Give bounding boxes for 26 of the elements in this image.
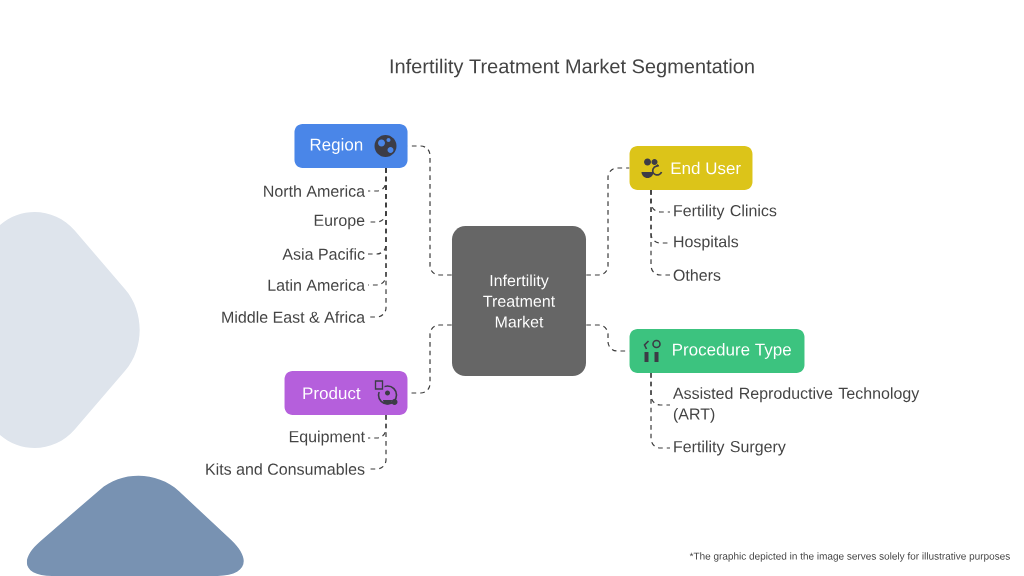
item-text: North America [264,185,366,197]
item-text: Latin America [268,279,366,291]
connector [650,372,671,449]
connector [367,414,387,470]
category-box: Region [294,124,408,168]
center-box: Infertility Treatment Market [452,226,586,376]
item-text: Fertility Surgery [674,440,786,456]
item-text: Fertility Clinics [674,204,777,220]
category-box: Procedure Type [629,329,805,373]
item-text: Hospitals [674,235,739,251]
category-box: End User [629,146,753,190]
footnote: *The graphic depicted in the image serves solely for illustrative purposes [689,552,1010,562]
item-text: Assisted Reproductive Technology (ART) [672,387,920,423]
item-text: Kits and Consumables [206,463,365,475]
item-text: Others [673,269,721,281]
connector [367,167,387,318]
connector [585,167,630,276]
connector [650,189,671,276]
item-text: Europe [314,214,365,230]
title: Infertility Treatment Market Segmentation [390,58,754,78]
connector [407,145,453,276]
category-box: Product [284,371,408,415]
item-text: Asia Pacific [282,248,365,260]
connector [585,324,630,352]
item-text: Equipment [289,430,365,446]
item-text: Middle East & Africa [222,311,366,323]
